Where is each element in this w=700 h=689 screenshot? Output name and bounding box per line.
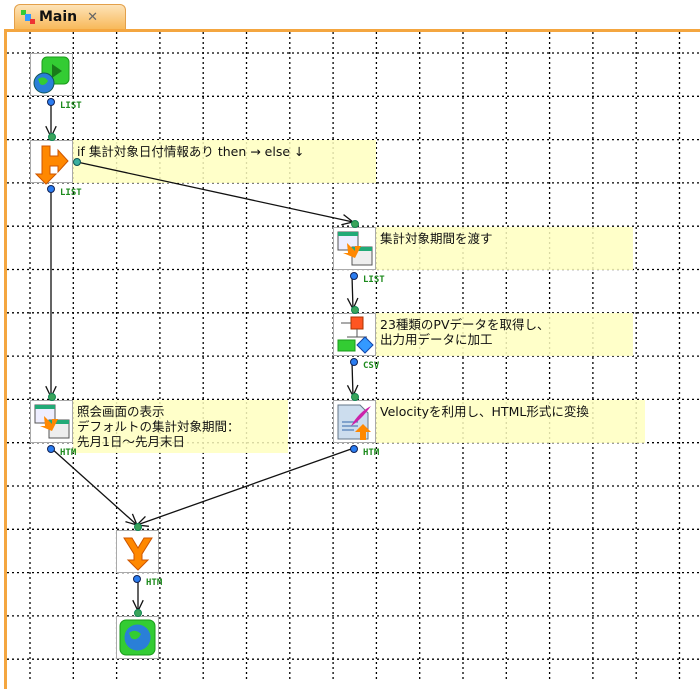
connector-edge[interactable] [346, 361, 359, 397]
node-fetch[interactable] [333, 313, 376, 356]
node-velocity[interactable] [333, 400, 376, 443]
output-port[interactable] [350, 358, 358, 366]
comment-text: 照会画面の表示 [77, 404, 165, 419]
tab-title: Main [39, 9, 78, 25]
comment-text: 先月1日～先月末日 [77, 434, 185, 449]
output-port[interactable] [47, 185, 55, 193]
connector-edge[interactable] [45, 189, 57, 398]
output-type-label: HTM [146, 578, 163, 588]
output-type-label: LIST [60, 188, 82, 198]
input-port[interactable] [351, 393, 359, 401]
input-port[interactable] [351, 220, 359, 228]
table-transfer-icon [34, 404, 70, 439]
branch-icon [34, 145, 69, 185]
input-port[interactable] [134, 523, 142, 531]
output-port[interactable] [350, 272, 358, 280]
tab-bar: Main ✕ [0, 0, 700, 30]
node-if[interactable] [30, 140, 73, 185]
comment-text: デフォルトの集計対象期間： [77, 419, 240, 434]
input-port[interactable] [48, 133, 56, 141]
node-start[interactable] [30, 53, 73, 96]
merge-icon [123, 537, 153, 571]
input-port[interactable] [351, 306, 359, 314]
output-type-label: HTM [363, 448, 380, 458]
comment-fetch[interactable]: 23種類のPVデータを取得し、出力用データに加工 [376, 313, 633, 356]
comment-text: 出力用データに加工 [380, 332, 493, 347]
node-merge[interactable] [116, 530, 159, 573]
output-type-label: LIST [60, 101, 82, 111]
output-port[interactable] [350, 445, 358, 453]
tab-main[interactable]: Main ✕ [14, 4, 126, 29]
comment-text: if 集計対象日付情報あり then → else ↓ [77, 144, 305, 159]
node-pass[interactable] [333, 227, 376, 270]
comment-velocity[interactable]: Velocityを利用し、HTML形式に変換 [376, 400, 645, 443]
flow-diagram-icon [21, 10, 35, 24]
output-port[interactable] [133, 575, 141, 583]
input-port[interactable] [134, 609, 142, 617]
table-transfer-icon [337, 231, 373, 266]
connector-edge[interactable] [45, 102, 57, 138]
output-type-label: HTM [60, 448, 77, 458]
comment-text: Velocityを利用し、HTML形式に変換 [380, 404, 589, 419]
comment-if[interactable]: if 集計対象日付情報あり then → else ↓ [73, 140, 376, 183]
data-mapping-icon [337, 316, 374, 354]
comment-text: 集計対象期間を渡す [380, 231, 493, 246]
node-end[interactable] [116, 616, 159, 659]
node-view[interactable] [30, 400, 73, 443]
connector-edge[interactable] [346, 275, 359, 310]
grid [7, 32, 700, 682]
output-type-label: LIST [363, 275, 385, 285]
output-port[interactable] [47, 98, 55, 106]
close-icon[interactable]: ✕ [87, 9, 99, 25]
output-type-label: CSV [363, 361, 380, 371]
template-document-icon [337, 404, 371, 440]
else-port[interactable] [73, 158, 81, 166]
web-end-icon [119, 619, 156, 656]
comment-text: 23種類のPVデータを取得し、 [380, 317, 550, 332]
connector-edge[interactable] [136, 447, 355, 527]
connector-edge[interactable] [76, 161, 354, 226]
output-port[interactable] [47, 445, 55, 453]
comment-pass[interactable]: 集計対象期間を渡す [376, 227, 633, 270]
input-port[interactable] [48, 393, 56, 401]
web-start-icon [33, 56, 70, 94]
